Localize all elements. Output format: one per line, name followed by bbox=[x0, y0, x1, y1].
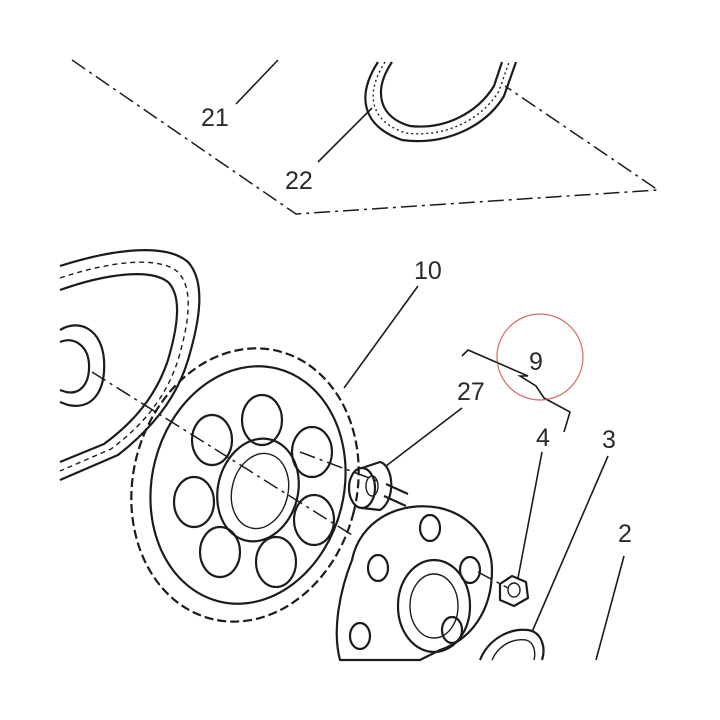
leader-3 bbox=[531, 455, 609, 633]
leader-27 bbox=[385, 407, 463, 467]
seal-ring-3 bbox=[478, 628, 545, 661]
callout-4: 4 bbox=[536, 424, 550, 452]
detail-frame bbox=[71, 59, 661, 215]
callout-22: 22 bbox=[285, 167, 313, 195]
assembly-axis bbox=[91, 371, 353, 536]
spacer-ring bbox=[59, 324, 106, 407]
callout-21: 21 bbox=[201, 104, 229, 132]
leader-4 bbox=[517, 451, 543, 579]
rear-sprocket-10 bbox=[130, 347, 360, 623]
needle-bearing-22 bbox=[364, 61, 518, 143]
callout-9: 9 bbox=[529, 348, 543, 376]
leader-10 bbox=[343, 285, 419, 389]
bushing-27 bbox=[347, 460, 409, 512]
flange-nut-4 bbox=[498, 574, 530, 608]
leader-21 bbox=[235, 59, 279, 105]
sprocket-carrier bbox=[335, 505, 494, 662]
callout-3: 3 bbox=[602, 426, 616, 454]
group-bracket-9 bbox=[461, 349, 571, 433]
nut-axis bbox=[477, 571, 509, 589]
leader-2 bbox=[595, 555, 625, 661]
callout-27: 27 bbox=[457, 378, 485, 406]
callout-10: 10 bbox=[414, 257, 442, 285]
highlight-circle bbox=[496, 313, 584, 401]
callout-2: 2 bbox=[618, 520, 632, 548]
stud-axis bbox=[299, 451, 381, 483]
drive-chain bbox=[59, 249, 201, 482]
leader-22 bbox=[317, 107, 373, 163]
